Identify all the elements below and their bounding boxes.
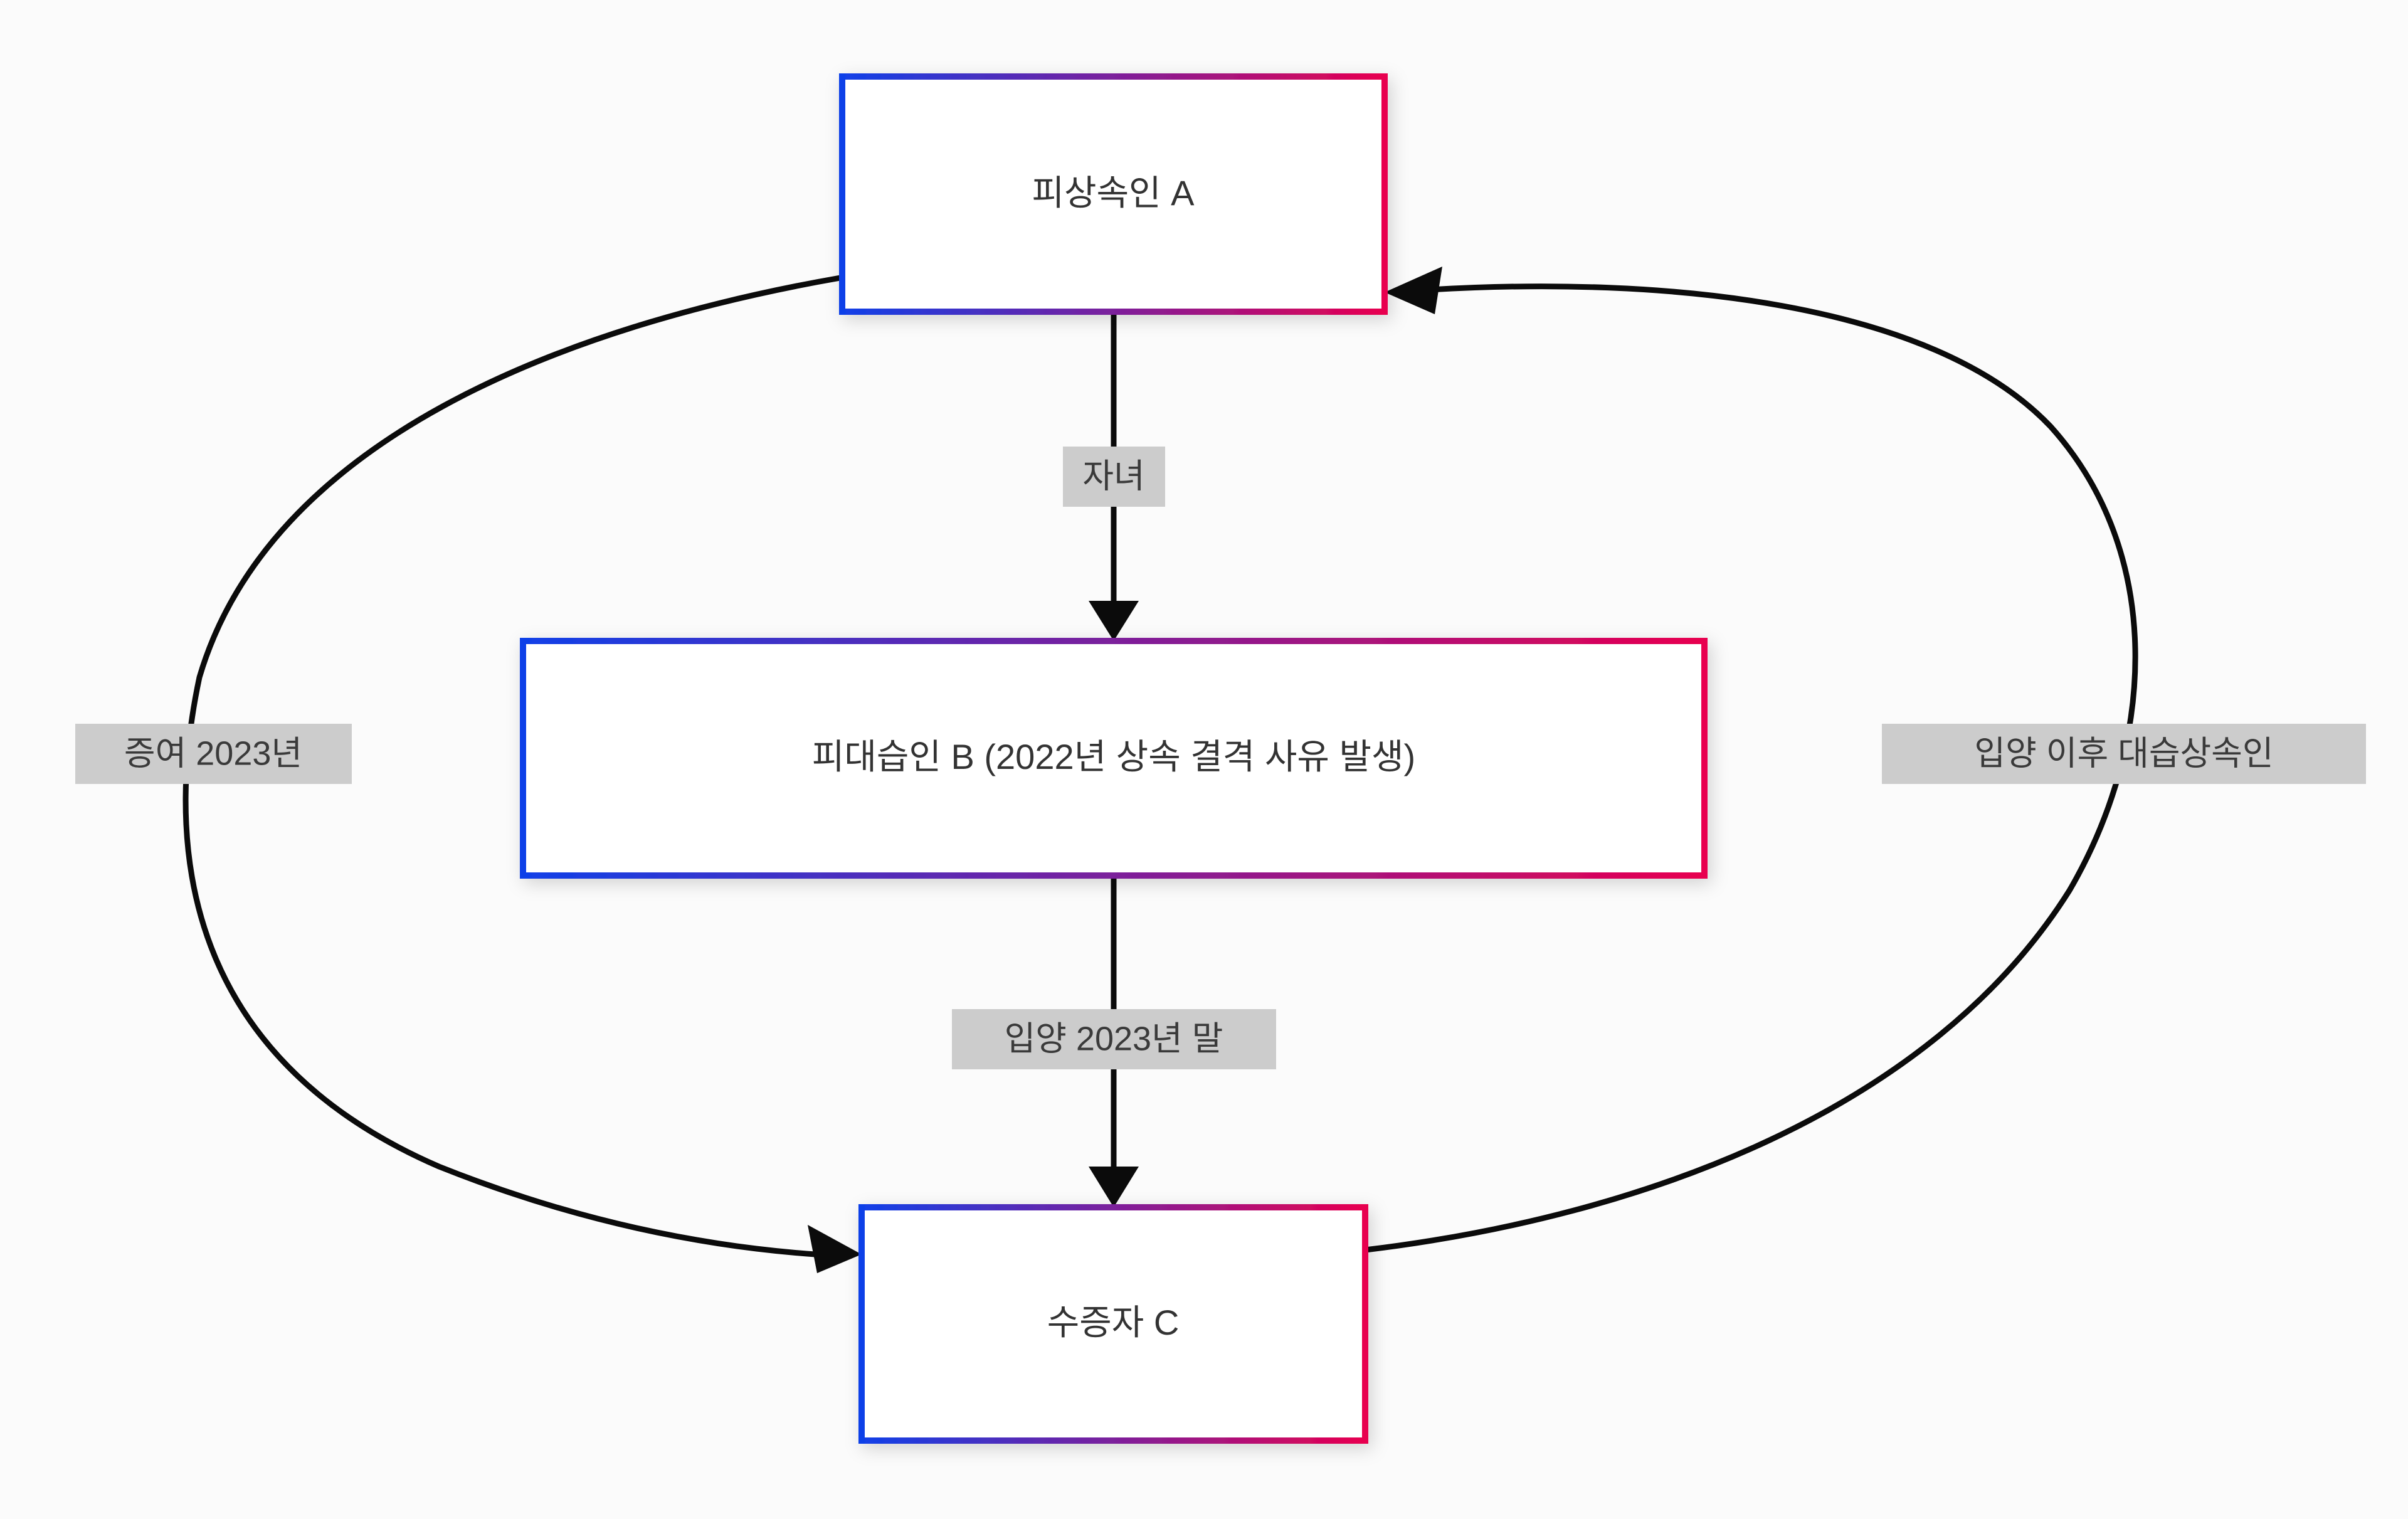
edge-label-a-to-b: 자녀 xyxy=(1063,447,1165,507)
node-b[interactable]: 피대습인 B (2022년 상속 결격 사유 발생) xyxy=(520,638,1708,879)
edge-a-to-c-arrowhead xyxy=(808,1225,862,1273)
edge-b-to-c-arrowhead xyxy=(1089,1167,1139,1207)
edge-label-a-to-b-text: 자녀 xyxy=(1082,457,1144,495)
node-b-label: 피대습인 B (2022년 상속 결격 사유 발생) xyxy=(812,737,1415,776)
edge-a-to-c xyxy=(182,275,862,1273)
edge-a-to-b-arrowhead xyxy=(1089,601,1139,641)
node-c[interactable]: 수증자 C xyxy=(858,1204,1368,1444)
node-b-box xyxy=(520,638,1708,879)
edge-c-to-a xyxy=(1365,267,2138,1253)
edge-c-to-a-arrowhead xyxy=(1385,267,1442,314)
edge-label-b-to-c-bg xyxy=(952,1009,1276,1069)
edge-label-b-to-c: 입양 2023년 말 xyxy=(952,1009,1276,1069)
edge-label-c-to-a-text: 입양 이후 대습상속인 xyxy=(1974,734,2273,772)
edge-a-to-c-line xyxy=(182,275,841,1257)
edge-label-a-to-c-text: 증여 2023년 xyxy=(124,734,302,772)
node-a-box xyxy=(839,73,1388,315)
edge-c-to-a-line xyxy=(1365,283,2138,1253)
nodes-layer: 피상속인 A 피대습인 B (2022년 상속 결격 사유 발생) 수증자 C xyxy=(520,73,1708,1444)
edge-label-a-to-c: 증여 2023년 xyxy=(75,724,352,784)
node-a[interactable]: 피상속인 A xyxy=(839,73,1388,315)
node-c-box xyxy=(858,1204,1368,1444)
node-a-label: 피상속인 A xyxy=(1032,173,1195,213)
edge-labels-layer: 자녀 입양 2023년 말 증여 2023년 입양 이후 대습상속인 xyxy=(75,447,2366,1069)
edge-label-a-to-b-bg xyxy=(1063,447,1165,507)
edge-label-c-to-a-bg xyxy=(1882,724,2366,784)
edge-label-c-to-a: 입양 이후 대습상속인 xyxy=(1882,724,2366,784)
node-c-label: 수증자 C xyxy=(1047,1303,1180,1342)
edge-label-a-to-c-bg xyxy=(75,724,352,784)
edge-label-b-to-c-text: 입양 2023년 말 xyxy=(1005,1020,1223,1057)
